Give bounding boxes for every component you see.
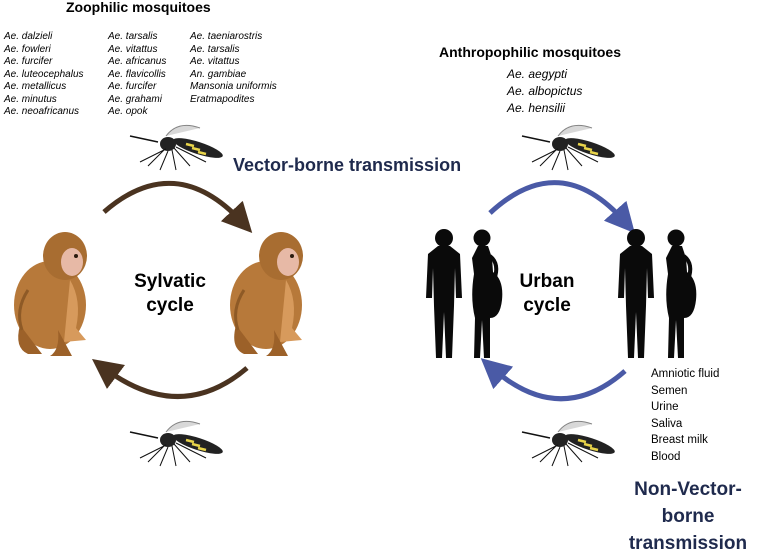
fluid-item: Amniotic fluid bbox=[651, 368, 720, 380]
species-item: Ae. metallicus bbox=[4, 81, 67, 92]
zoophilic-title: Zoophilic mosquitoes bbox=[66, 0, 211, 15]
non-vector-borne-heading: Non-Vector- borne transmission bbox=[618, 476, 758, 557]
nonvector-line2: borne bbox=[661, 506, 715, 527]
urban-label-line2: cycle bbox=[523, 295, 571, 316]
vector-borne-heading: Vector-borne transmission bbox=[233, 155, 462, 175]
species-item: Ae. furcifer bbox=[108, 81, 157, 92]
fluid-item: Semen bbox=[651, 384, 688, 397]
man-right-icon bbox=[618, 229, 654, 358]
species-item: Ae. fowleri bbox=[4, 43, 51, 55]
species-item: Ae. vitattus bbox=[108, 43, 158, 55]
sylvatic-cycle-label: Sylvatic cycle bbox=[120, 270, 220, 318]
fluid-item: Blood bbox=[651, 450, 681, 463]
sylvatic-label-line2: cycle bbox=[146, 295, 194, 316]
anthropophilic-title: Anthropophilic mosquitoes bbox=[439, 44, 621, 60]
species-item: Ae. albopictus bbox=[507, 84, 583, 98]
species-item: Ae. hensilii bbox=[507, 101, 566, 115]
man-left-icon bbox=[426, 229, 462, 358]
sylvatic-arrow-top bbox=[102, 180, 253, 233]
species-item: Ae. tarsalis bbox=[190, 43, 240, 55]
species-item: Ae. grahami bbox=[108, 93, 162, 105]
monkey-left-icon bbox=[12, 230, 89, 358]
sylvatic-arrow-bottom bbox=[91, 359, 249, 399]
species-item: Ae. neoafricanus bbox=[4, 106, 80, 117]
zoophilic-column-3: Ae. taeniarostris Ae. tarsalis Ae. vitat… bbox=[190, 31, 277, 106]
urban-arrow-top bbox=[488, 180, 635, 234]
body-fluids-list: Amniotic fluid Semen Urine Saliva Breast… bbox=[651, 366, 719, 465]
species-item: Mansonia uniformis bbox=[190, 81, 277, 92]
sylvatic-label-line1: Sylvatic bbox=[134, 271, 206, 292]
species-item: Ae. luteocephalus bbox=[4, 68, 84, 80]
nonvector-line1: Non-Vector- bbox=[634, 479, 742, 500]
urban-cycle-label: Urban cycle bbox=[507, 270, 587, 318]
species-item: Ae. opok bbox=[108, 106, 148, 117]
species-item: Ae. vitattus bbox=[190, 56, 240, 67]
pregnant-woman-right-icon bbox=[664, 227, 699, 360]
species-item: Ae. tarsalis bbox=[108, 31, 158, 42]
species-item: Ae. aegypti bbox=[507, 67, 568, 81]
anthropophilic-list: Ae. aegypti Ae. albopictus Ae. hensilii bbox=[507, 66, 582, 117]
species-item: Ae. taeniarostris bbox=[190, 31, 263, 42]
fluid-item: Breast milk bbox=[651, 434, 708, 446]
zoophilic-column-2: Ae. tarsalis Ae. vitattus Ae. africanus … bbox=[108, 31, 166, 119]
species-item: Ae. africanus bbox=[108, 56, 167, 67]
species-item: Eratmapodites bbox=[190, 93, 255, 105]
sylvatic-arrows bbox=[91, 180, 635, 402]
zoophilic-column-1: Ae. dalzieli Ae. fowleri Ae. furcifer Ae… bbox=[4, 31, 84, 119]
monkey-right-icon bbox=[228, 230, 305, 358]
species-item: Ae. dalzieli bbox=[4, 31, 53, 42]
species-item: Ae. furcifer bbox=[4, 56, 53, 67]
urban-arrow-bottom bbox=[480, 358, 627, 402]
species-item: Ae. flavicollis bbox=[108, 68, 166, 80]
urban-label-line1: Urban bbox=[519, 271, 575, 292]
fluid-item: Urine bbox=[651, 401, 679, 413]
species-item: An. gambiae bbox=[190, 68, 247, 80]
fluid-item: Saliva bbox=[651, 417, 683, 430]
species-item: Ae. minutus bbox=[4, 93, 57, 105]
pregnant-woman-left-icon bbox=[470, 227, 505, 360]
